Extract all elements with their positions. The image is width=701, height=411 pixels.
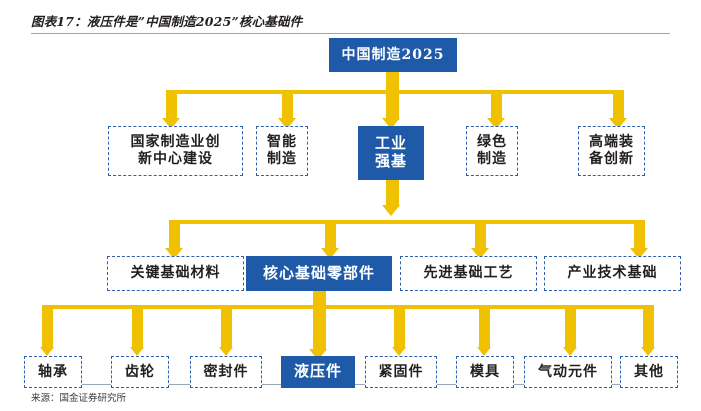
connector-drop-l1-3 [491, 90, 502, 120]
connector-drop-l3-0 [42, 305, 53, 349]
node-advanced-basic-processes[interactable]: 先进基础工艺 [400, 256, 537, 291]
connector-drop-l3-7 [643, 305, 654, 349]
arrowhead-l1-1 [278, 118, 296, 129]
arrowhead-l1-0 [162, 118, 180, 129]
arrowhead-l3-2 [219, 347, 233, 356]
connector-drop-l1-2 [386, 90, 399, 120]
connector-root-stem [386, 72, 399, 94]
connector-drop-l1-4 [613, 90, 624, 120]
arrowhead-l2-0 [165, 248, 183, 259]
connector-drop-l2-3 [634, 220, 645, 250]
node-root[interactable]: 中国制造2025 [329, 38, 457, 72]
connector-drop-l3-6 [565, 305, 576, 349]
connector-level2-bus [169, 220, 645, 224]
node-l1-1-line1: 智能 [267, 134, 297, 151]
connector-drop-l3-2 [221, 305, 232, 349]
arrowhead-l3-7 [641, 347, 655, 356]
node-gear[interactable]: 齿轮 [111, 356, 169, 388]
arrowhead-l2-1 [321, 248, 339, 259]
node-l1-3-line2: 制造 [477, 151, 507, 167]
node-l1-4-line2: 备创新 [589, 151, 634, 167]
node-l1-1-line2: 制造 [267, 151, 297, 167]
node-l3-6-label: 气动元件 [538, 363, 598, 380]
node-l3-4-label: 紧固件 [378, 363, 424, 380]
arrowhead-l2-2 [471, 248, 489, 259]
arrowhead-l1-2-stem [382, 205, 400, 216]
node-mold[interactable]: 模具 [456, 356, 514, 388]
source-note: 来源：国金证券研究所 [31, 393, 127, 404]
connector-drop-l3-1 [132, 305, 143, 349]
node-l1-2-line2: 强基 [374, 152, 407, 170]
arrowhead-l2-3 [630, 248, 648, 259]
connector-l1-2-stem [386, 180, 399, 207]
connector-level3-bus [42, 305, 654, 309]
arrowhead-l3-4 [392, 347, 406, 356]
node-l1-0-line2: 新中心建设 [138, 151, 213, 167]
node-l2-3-label: 产业技术基础 [567, 265, 658, 282]
arrowhead-l1-3 [487, 118, 505, 129]
connector-drop-l2-1 [325, 220, 336, 250]
node-pneumatic-components[interactable]: 气动元件 [524, 356, 612, 388]
node-fastener[interactable]: 紧固件 [365, 356, 437, 388]
node-national-innovation-center[interactable]: 国家制造业创 新中心建设 [108, 126, 243, 176]
node-core-basic-components[interactable]: 核心基础零部件 [246, 256, 392, 291]
node-smart-manufacturing[interactable]: 智能 制造 [256, 126, 308, 176]
connector-l2-1-stem [313, 291, 326, 351]
node-l1-3-line1: 绿色 [477, 134, 507, 151]
node-industrial-technology-base[interactable]: 产业技术基础 [544, 256, 681, 291]
node-bearing[interactable]: 轴承 [24, 356, 82, 388]
arrowhead-l3-0 [40, 347, 54, 356]
connector-drop-l1-0 [166, 90, 177, 120]
node-root-label: 中国制造2025 [341, 46, 445, 63]
node-l2-2-label: 先进基础工艺 [423, 265, 514, 282]
page-title: 图表17：液压件是”中国制造2025”核心基础件 [31, 14, 303, 29]
node-l2-0-label: 关键基础材料 [130, 265, 221, 282]
connector-drop-l1-1 [282, 90, 293, 120]
node-l3-7-label: 其他 [634, 363, 664, 380]
node-high-end-equipment-innovation[interactable]: 高端装 备创新 [578, 126, 645, 176]
node-other[interactable]: 其他 [620, 356, 678, 388]
node-l1-2-line1: 工业 [374, 134, 407, 153]
node-l2-1-label: 核心基础零部件 [262, 263, 375, 282]
node-l1-4-line1: 高端装 [589, 134, 634, 151]
arrowhead-l2-1-stem [309, 349, 327, 360]
arrowhead-l1-2 [382, 118, 400, 129]
diagram-canvas: 中国制造2025 国家制造业创 新中心建设 智能 制造 工业 强基 绿色 制造 … [0, 34, 701, 388]
node-industrial-foundation[interactable]: 工业 强基 [358, 126, 424, 180]
arrowhead-l1-4 [609, 118, 627, 129]
title-divider [31, 33, 670, 34]
node-l1-0-line1: 国家制造业创 [130, 134, 221, 151]
arrowhead-l3-1 [130, 347, 144, 356]
node-l3-1-label: 齿轮 [125, 363, 155, 380]
node-green-manufacturing[interactable]: 绿色 制造 [466, 126, 518, 176]
connector-drop-l2-2 [475, 220, 486, 250]
node-key-basic-materials[interactable]: 关键基础材料 [107, 256, 244, 291]
arrowhead-l3-6 [563, 347, 577, 356]
node-l3-3-label: 液压件 [293, 362, 342, 381]
arrowhead-l3-5 [477, 347, 491, 356]
connector-drop-l2-0 [169, 220, 180, 250]
node-hydraulic-parts[interactable]: 液压件 [281, 356, 355, 388]
connector-drop-l3-5 [479, 305, 490, 349]
connector-drop-l3-4 [394, 305, 405, 349]
node-seal[interactable]: 密封件 [190, 356, 262, 388]
node-l3-2-label: 密封件 [203, 363, 249, 380]
node-l3-5-label: 模具 [470, 363, 500, 380]
node-l3-0-label: 轴承 [38, 363, 68, 380]
